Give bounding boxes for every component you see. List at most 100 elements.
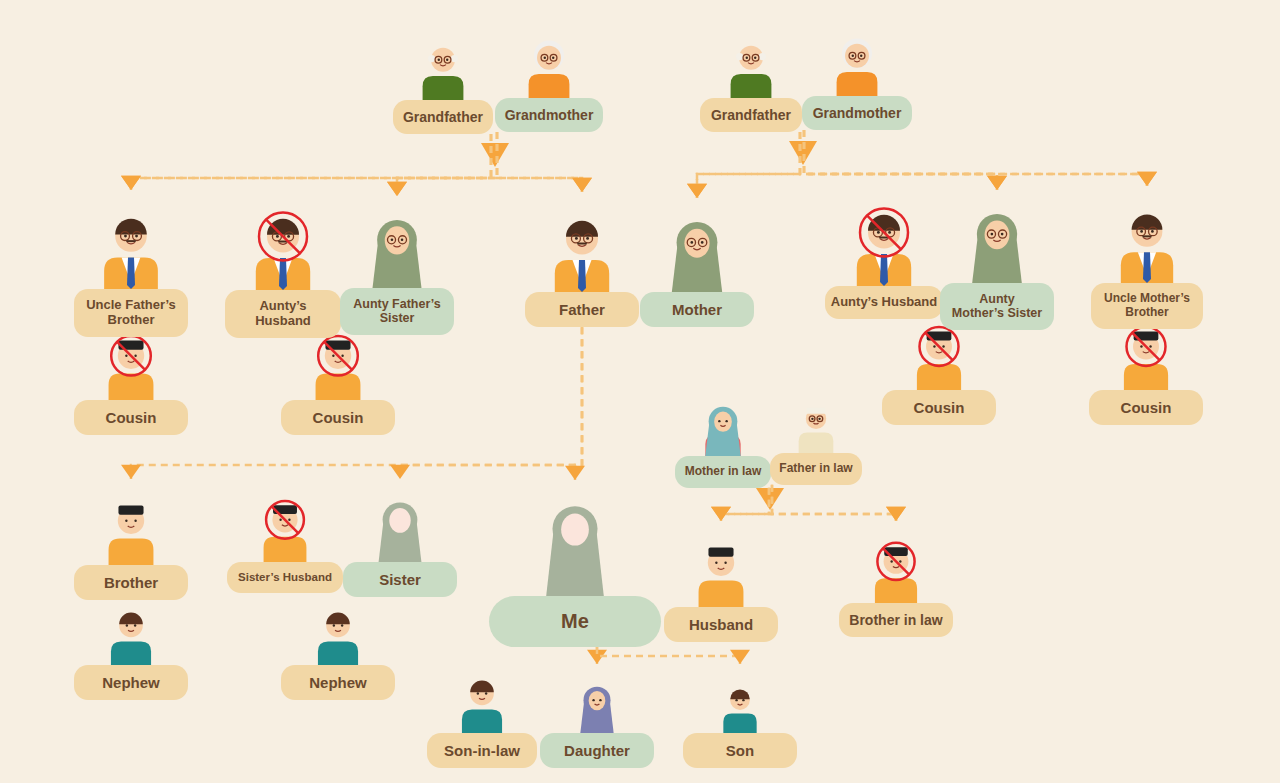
figure-hair	[534, 40, 564, 70]
figure-glasses	[1137, 227, 1146, 236]
figure-eye	[742, 699, 744, 701]
figure-body	[799, 433, 834, 453]
family-link	[131, 134, 491, 190]
figure-mouth	[854, 61, 860, 62]
name-label: Cousin	[882, 390, 996, 425]
family-link	[800, 132, 997, 190]
figure-mouth	[813, 423, 818, 424]
name-label: Cousin	[74, 400, 188, 435]
cross-mark	[272, 507, 298, 533]
name-label: Aunty Father’s Sister	[340, 288, 454, 335]
figure-face	[714, 411, 732, 431]
name-label: Grandmother	[495, 98, 603, 132]
figure-body	[423, 76, 464, 100]
figure-mouth	[893, 566, 899, 567]
figure-body	[256, 258, 310, 290]
person-figure	[1124, 327, 1168, 390]
figure-hair	[470, 680, 494, 692]
person-name: Uncle Mother’s Brother	[1104, 291, 1190, 319]
person-name: Grandfather	[403, 109, 483, 125]
figure-eye	[933, 345, 935, 347]
figure-hair	[566, 221, 598, 237]
cross-mark	[266, 220, 300, 254]
figure-hair	[115, 219, 147, 235]
figure-glasses	[435, 56, 442, 63]
person-figure	[316, 336, 361, 400]
figure-mouth	[335, 630, 341, 631]
family-link	[697, 130, 804, 198]
name-label: Uncle Father’s Brother	[74, 289, 188, 337]
figure-mouth	[748, 63, 754, 64]
person-figure	[857, 208, 911, 286]
figure-eye	[818, 418, 820, 420]
figure-mouth	[127, 242, 135, 244]
figure-tie	[880, 254, 888, 286]
person-name: Uncle Father’s Brother	[86, 297, 176, 327]
figures	[104, 38, 1173, 733]
figure-eye	[332, 355, 334, 357]
name-label: Son	[683, 733, 797, 768]
person-name: Nephew	[309, 674, 367, 691]
name-label: Mother	[640, 292, 754, 327]
person-name: Husband	[689, 616, 753, 633]
figure-body	[462, 709, 502, 733]
person-figure	[373, 220, 422, 288]
figure-eye	[279, 519, 281, 521]
figure-eye	[391, 238, 394, 241]
figure-glasses	[133, 232, 142, 241]
figure-mouth	[479, 698, 485, 699]
hijab-drape	[972, 234, 1022, 283]
figure-mouth	[993, 240, 1000, 241]
person-node: Mother in law	[675, 384, 771, 488]
person-name: Cousin	[1121, 399, 1172, 416]
figure-mouth	[279, 243, 287, 245]
person-figure	[546, 506, 604, 596]
figure-glasses	[743, 54, 750, 61]
family-link	[491, 134, 582, 192]
person-figure	[256, 212, 310, 290]
cross-mark	[318, 336, 358, 376]
cross-mark	[111, 336, 151, 376]
person-node: Aunty’s Husband	[825, 186, 943, 319]
figure-body	[109, 539, 154, 565]
figure-head	[537, 46, 561, 70]
figure-face	[389, 508, 410, 533]
person-figure	[580, 687, 613, 733]
figure-glasses	[398, 236, 406, 244]
figure-eye	[991, 233, 994, 236]
name-label: Aunty’s Husband	[825, 286, 943, 319]
person-name: Mother	[672, 301, 722, 318]
person-name: Son	[726, 742, 754, 759]
figure-hair	[428, 55, 435, 62]
figure-eye	[287, 235, 290, 238]
name-label: Brother	[74, 565, 188, 600]
person-figure	[731, 46, 772, 98]
figure-mouth	[128, 526, 135, 527]
figure-eye	[134, 520, 136, 522]
figure-eye	[341, 624, 343, 626]
cross-mark	[1127, 327, 1166, 366]
family-link	[721, 485, 772, 521]
figure-eye	[1140, 230, 1143, 233]
name-label: Grandmother	[802, 96, 912, 130]
figure-head	[730, 690, 750, 710]
figure-hair	[842, 38, 872, 68]
figure-face	[589, 691, 606, 710]
figure-face	[561, 514, 589, 546]
figure-eye	[477, 692, 479, 694]
person-figure	[529, 40, 570, 98]
figure-eye	[552, 57, 554, 59]
figure-body	[699, 581, 744, 607]
figure-mouth	[1143, 238, 1151, 240]
person-name: Aunty Father’s Sister	[353, 297, 441, 325]
family-link	[800, 132, 1147, 186]
person-node: Son	[683, 664, 797, 768]
person-name: Aunty Mother’s Sister	[952, 292, 1042, 320]
person-name: Grandmother	[813, 105, 902, 121]
person-name: Grandmother	[505, 107, 594, 123]
figure-cap	[118, 506, 143, 515]
figure-glasses	[121, 232, 130, 241]
figure-eye	[544, 57, 546, 59]
person-name: Nephew	[102, 674, 160, 691]
